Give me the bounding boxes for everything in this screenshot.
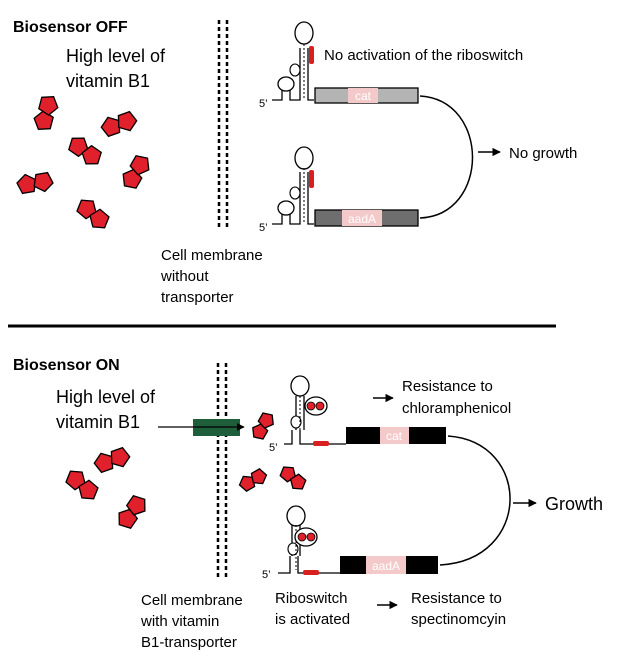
on-cell-membrane [216, 363, 228, 578]
on-vitamin-b1-molecules [65, 412, 307, 529]
on-membrane-line1: Cell membrane [141, 592, 243, 609]
on-gene-cat-label: cat [386, 429, 403, 443]
off-heading: Biosensor OFF [13, 19, 128, 36]
on-vitamin-b1-molecule [93, 446, 131, 474]
on-outcome-bracket [439, 435, 511, 566]
on-five-prime-bottom: 5’ [262, 569, 271, 581]
on-outcome-label: Growth [545, 494, 603, 514]
off-vitamin-b1-molecules [16, 96, 150, 229]
off-membrane-line1: Cell membrane [161, 247, 263, 264]
off-vitamin-b1-molecule [33, 96, 59, 130]
off-five-prime-top: 5’ [259, 98, 268, 110]
on-gene-aada-label: aadA [372, 559, 400, 573]
off-construct-bottom: 5’ aadA [259, 146, 419, 234]
on-five-prime-top: 5’ [269, 442, 278, 454]
on-heading: Biosensor ON [13, 357, 120, 374]
on-vitamin-b1-molecule [238, 468, 268, 492]
off-vitamin-b1-molecule [68, 137, 102, 165]
on-membrane-line2: with vitamin [140, 613, 219, 630]
off-vitamin-b1-molecule [122, 155, 150, 189]
on-vitamin-line2: vitamin B1 [56, 412, 140, 432]
off-vitamin-line1: High level of [66, 46, 166, 66]
biosensor-off-panel: Biosensor OFF High level of vitamin B1 C… [13, 19, 577, 306]
on-switch-line1: Riboswitch [275, 590, 348, 607]
on-construct-top: 5’ cat [269, 375, 446, 454]
off-outcome-bracket [419, 95, 474, 219]
off-membrane-line3: transporter [161, 289, 234, 306]
on-vitamin-b1-molecule [65, 470, 99, 500]
on-vitamin-b1-molecule [252, 412, 274, 440]
on-construct-bottom: 5’ aadA [262, 505, 438, 581]
off-construct-top: 5’ cat [259, 21, 419, 110]
on-vitamin-b1-molecule [118, 495, 146, 529]
off-vitamin-b1-molecule [76, 199, 110, 229]
off-vitamin-line2: vitamin B1 [66, 71, 150, 91]
off-riboswitch-mark-bottom [309, 170, 314, 188]
on-switch-line2: is activated [275, 611, 350, 628]
off-cell-membrane [217, 20, 229, 228]
off-outcome-label: No growth [509, 145, 577, 162]
off-gene-cat-label: cat [355, 89, 372, 103]
on-resistance-top-line1: Resistance to [402, 378, 493, 395]
off-five-prime-bottom: 5’ [259, 222, 268, 234]
on-vitamin-b1-molecule [279, 466, 307, 490]
biosensor-on-panel: Biosensor ON High level of vitamin B1 Ce… [13, 357, 603, 651]
off-vitamin-b1-molecule [16, 171, 54, 195]
on-riboswitch-mark-bottom [303, 570, 319, 575]
on-resistance-top-line2: chloramphenicol [402, 400, 511, 417]
off-vitamin-b1-molecule [100, 110, 138, 138]
on-resistance-bottom-line2: spectinomcyin [411, 611, 506, 628]
off-gene-aada-label: aadA [348, 212, 376, 226]
on-membrane-line3: B1-transporter [141, 634, 237, 651]
off-switch-status: No activation of the riboswitch [324, 47, 523, 64]
on-resistance-bottom-line1: Resistance to [411, 590, 502, 607]
on-riboswitch-mark-top [313, 441, 329, 446]
off-riboswitch-mark-top [309, 46, 314, 64]
off-membrane-line2: without [160, 268, 209, 285]
on-vitamin-line1: High level of [56, 387, 156, 407]
